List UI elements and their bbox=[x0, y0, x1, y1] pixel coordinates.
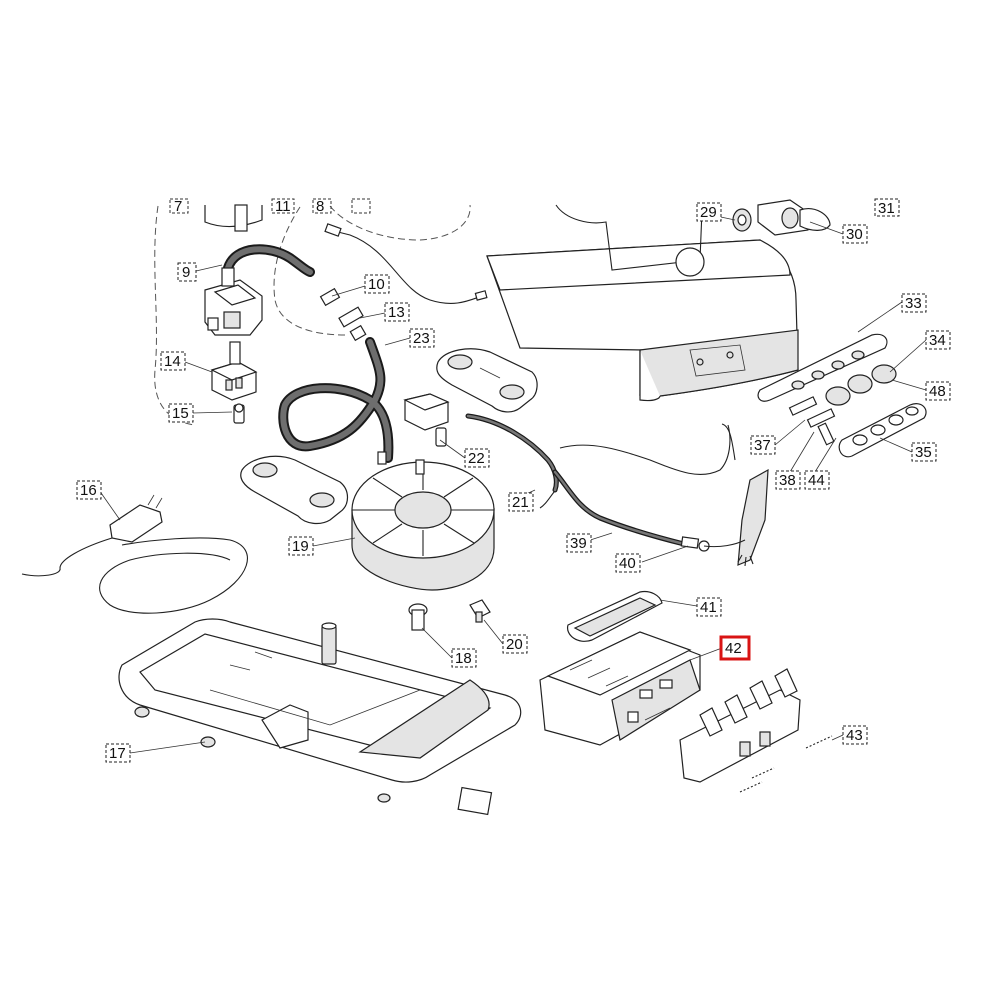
callout-44: 44 bbox=[804, 470, 830, 490]
callout-10: 10 bbox=[364, 274, 390, 294]
callout-18: 18 bbox=[451, 648, 477, 668]
callout-29: 29 bbox=[696, 202, 722, 222]
leader-lines bbox=[98, 211, 927, 754]
fittings-part-10-13 bbox=[319, 287, 367, 342]
svg-text:29: 29 bbox=[700, 204, 717, 221]
callout-9: 9 bbox=[177, 262, 197, 282]
svg-text:10: 10 bbox=[368, 276, 385, 293]
svg-text:35: 35 bbox=[915, 444, 932, 461]
callout-33: 33 bbox=[901, 293, 927, 313]
svg-text:39: 39 bbox=[570, 535, 587, 552]
callout-15: 15 bbox=[168, 403, 194, 423]
svg-text:30: 30 bbox=[846, 226, 863, 243]
svg-text:22: 22 bbox=[468, 450, 485, 467]
callout-19: 19 bbox=[288, 536, 314, 556]
control-board-part-42 bbox=[539, 631, 701, 746]
mains-cord-bundle bbox=[703, 468, 769, 567]
valve-part-14 bbox=[210, 341, 258, 401]
callout-41: 41 bbox=[696, 597, 722, 617]
callout-37: 37 bbox=[750, 435, 776, 455]
svg-text:40: 40 bbox=[619, 555, 636, 572]
callout-labels: 9 10 13 14 15 16 17 18 19 20 21 22 23 29… bbox=[76, 198, 951, 763]
svg-text:38: 38 bbox=[779, 472, 796, 489]
callout-31: 31 bbox=[874, 198, 900, 217]
callout-7: 7 bbox=[174, 198, 182, 215]
svg-text:37: 37 bbox=[754, 437, 771, 454]
callout-30: 30 bbox=[842, 224, 868, 244]
svg-text:9: 9 bbox=[182, 264, 190, 281]
svg-text:44: 44 bbox=[808, 472, 825, 489]
main-housing bbox=[486, 204, 799, 402]
svg-text:21: 21 bbox=[512, 494, 529, 511]
callout-35: 35 bbox=[911, 442, 937, 462]
callout-42-highlighted: 42 bbox=[719, 635, 751, 661]
callout-48: 48 bbox=[925, 381, 951, 401]
svg-text:43: 43 bbox=[846, 727, 863, 744]
callout-23: 23 bbox=[409, 328, 435, 348]
svg-text:33: 33 bbox=[905, 295, 922, 312]
power-cord-part-16 bbox=[21, 494, 248, 614]
callout-20: 20 bbox=[502, 634, 528, 654]
callout-38: 38 bbox=[775, 470, 801, 490]
callout-17: 17 bbox=[105, 743, 131, 763]
svg-text:13: 13 bbox=[388, 304, 405, 321]
svg-text:34: 34 bbox=[929, 332, 946, 349]
base-tray bbox=[118, 618, 522, 816]
svg-text:41: 41 bbox=[700, 599, 717, 616]
svg-text:48: 48 bbox=[929, 383, 946, 400]
callout-8: 8 bbox=[316, 198, 324, 215]
callout-13: 13 bbox=[384, 302, 410, 322]
callout-14: 14 bbox=[160, 351, 186, 371]
callout-34: 34 bbox=[925, 330, 951, 350]
callout-40: 40 bbox=[615, 553, 641, 573]
callout-43: 43 bbox=[842, 725, 868, 745]
svg-text:20: 20 bbox=[506, 636, 523, 653]
pump-part-9 bbox=[204, 244, 315, 336]
knob-parts-29-31 bbox=[732, 199, 831, 236]
svg-text:19: 19 bbox=[292, 538, 309, 555]
connector-part-15 bbox=[233, 403, 245, 424]
callout-39: 39 bbox=[566, 533, 592, 553]
cable-part-21 bbox=[539, 424, 731, 509]
solenoid-part-22 bbox=[403, 393, 559, 493]
callout-16: 16 bbox=[76, 480, 102, 500]
heater-part-19 bbox=[351, 451, 495, 591]
svg-text:14: 14 bbox=[164, 353, 181, 370]
svg-text:16: 16 bbox=[80, 482, 97, 499]
svg-text:15: 15 bbox=[172, 405, 189, 422]
svg-text:23: 23 bbox=[413, 330, 430, 347]
callout-21: 21 bbox=[508, 492, 534, 512]
svg-text:31: 31 bbox=[878, 200, 895, 217]
svg-text:18: 18 bbox=[455, 650, 472, 667]
bracket-lower bbox=[240, 455, 349, 525]
cover-part-41 bbox=[566, 590, 663, 642]
callout-22: 22 bbox=[464, 448, 490, 468]
svg-text:42: 42 bbox=[725, 640, 742, 657]
svg-text:17: 17 bbox=[109, 745, 126, 762]
dashed-wiring-outline bbox=[154, 204, 471, 426]
top-cutoff-parts: 7 11 8 bbox=[169, 198, 488, 304]
small-parts-18-20 bbox=[408, 599, 491, 631]
bracket-upper bbox=[436, 348, 538, 413]
knob-bank-part-43 bbox=[679, 668, 833, 793]
buttons-assembly bbox=[721, 333, 927, 461]
hose-part-23 bbox=[278, 337, 394, 463]
callout-11: 11 bbox=[275, 198, 291, 215]
